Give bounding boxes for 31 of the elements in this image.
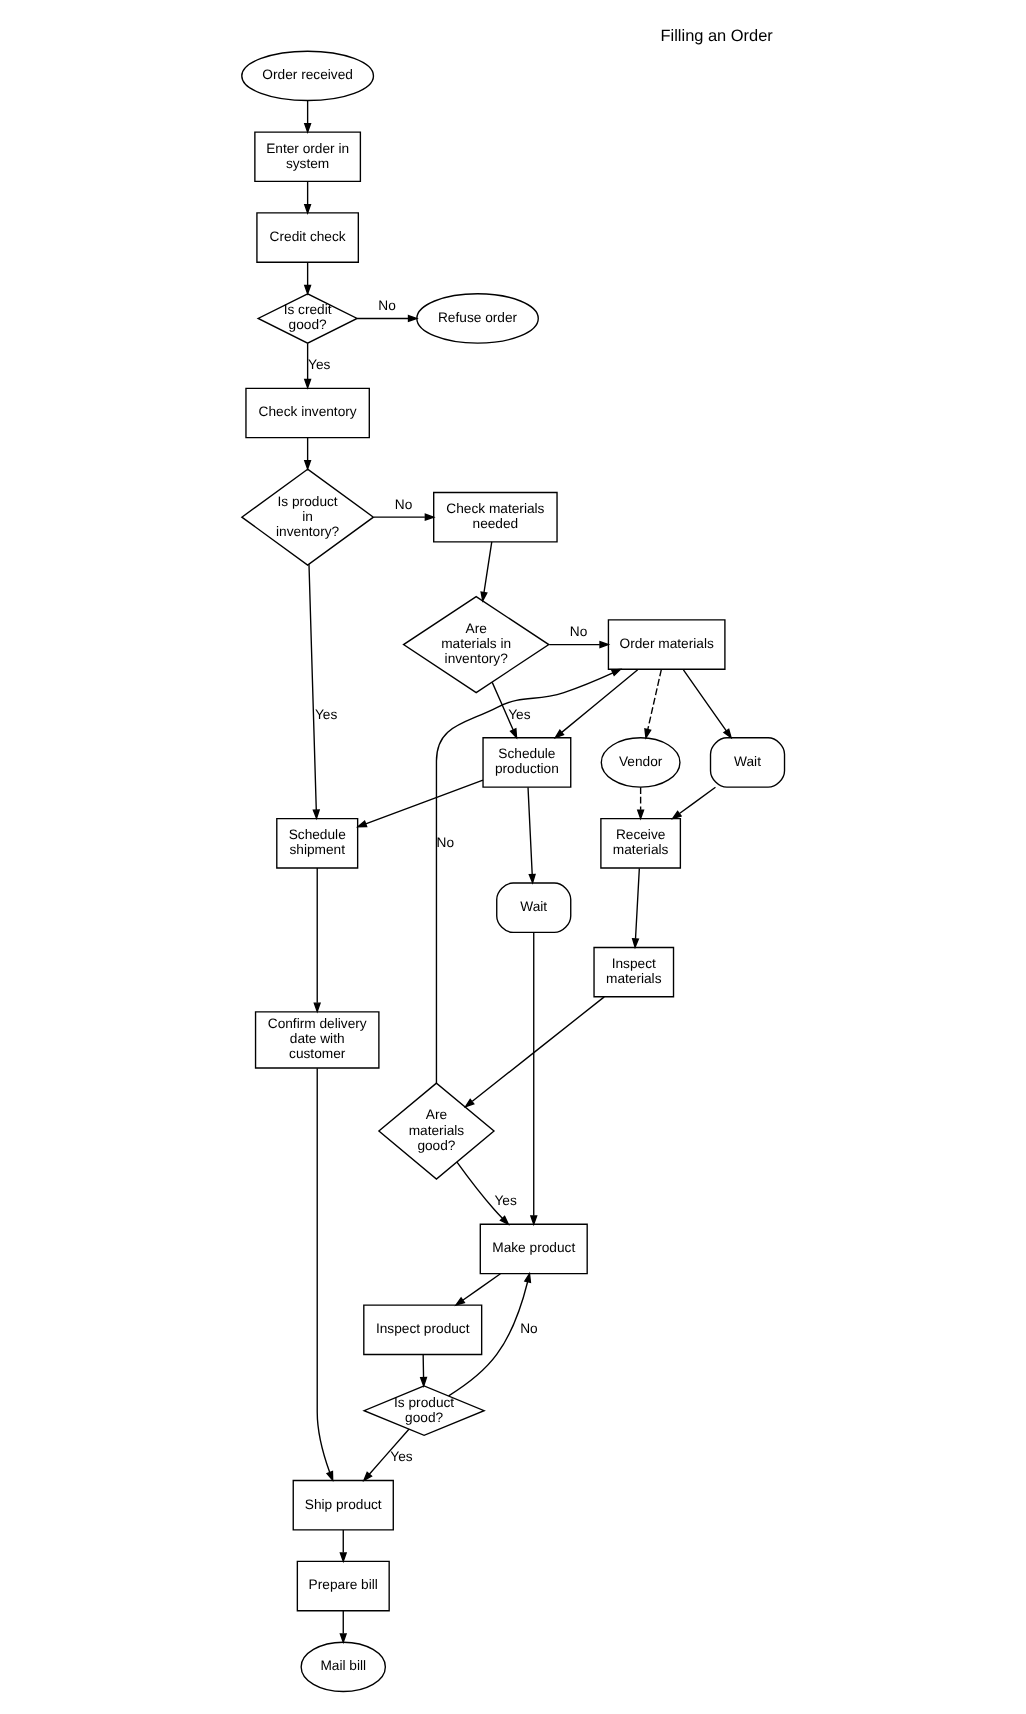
- arrow: [636, 786, 645, 821]
- arrow: [435, 668, 623, 1084]
- arrow: [553, 669, 639, 739]
- arrow: [356, 314, 419, 323]
- arrow: [529, 932, 538, 1227]
- arrow: [491, 681, 518, 740]
- arrow: [463, 996, 605, 1108]
- arrow: [548, 640, 611, 649]
- arrow: [419, 1353, 428, 1388]
- arrow: [362, 1428, 410, 1482]
- arrow: [454, 1273, 502, 1307]
- arrow: [339, 1529, 348, 1564]
- arrow: [447, 1271, 532, 1397]
- arrow: [355, 779, 484, 828]
- arrow: [480, 541, 493, 603]
- arrow: [308, 563, 321, 821]
- arrow: [303, 437, 312, 471]
- arrow: [339, 1610, 348, 1645]
- arrow: [682, 669, 733, 740]
- arrow: [303, 100, 312, 135]
- arrow: [671, 786, 717, 820]
- arrow: [303, 261, 312, 296]
- arrow: [644, 669, 662, 740]
- arrow: [303, 180, 312, 215]
- arrow: [313, 867, 322, 1014]
- arrow: [527, 786, 536, 885]
- arrow: [373, 513, 436, 521]
- arrow: [456, 1161, 510, 1226]
- arrow: [303, 342, 312, 390]
- arrow: [631, 867, 641, 950]
- arrow: [316, 1067, 334, 1483]
